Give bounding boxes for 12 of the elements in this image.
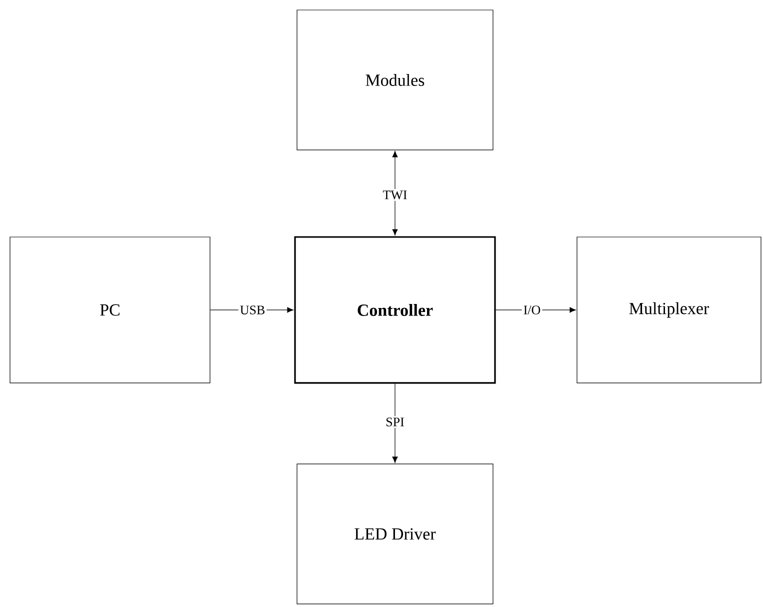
arrow bbox=[392, 151, 398, 236]
arrow bbox=[496, 307, 576, 313]
block-box: PC bbox=[10, 236, 210, 384]
block-box: LED Driver bbox=[296, 464, 494, 604]
arrow bbox=[392, 383, 398, 463]
edge-label: TWI bbox=[381, 189, 409, 201]
edge-label: SPI bbox=[384, 416, 406, 428]
block-box: Controller bbox=[294, 236, 496, 384]
block-box: Modules bbox=[296, 10, 494, 150]
edge-label: I/O bbox=[522, 304, 542, 316]
block-box: Multiplexer bbox=[576, 236, 762, 384]
edge-label: USB bbox=[238, 304, 267, 316]
